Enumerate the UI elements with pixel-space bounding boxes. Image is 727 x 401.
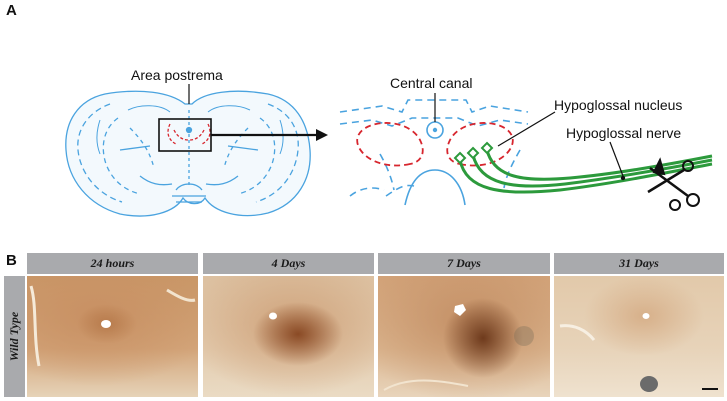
schematic-diagram: Area postrema — [65, 67, 713, 217]
central-canal-label: Central canal — [390, 75, 473, 91]
panel-letter-a: A — [6, 2, 17, 19]
header-7-days: 7 Days — [378, 253, 550, 274]
area-postrema-label: Area postrema — [131, 67, 223, 83]
hypoglossal-nucleus-pointer — [497, 111, 556, 147]
zoom-arrowhead — [316, 129, 328, 141]
row-label-wild-type: Wild Type — [4, 276, 25, 397]
scissors-icon — [647, 157, 700, 211]
micrograph-24-hours-features — [29, 285, 196, 367]
micrograph-7-days-features — [383, 304, 534, 391]
micrograph-24-hours — [27, 276, 198, 397]
header-31-days: 31 Days — [554, 253, 724, 274]
header-4-days: 4 Days — [203, 253, 374, 274]
header-24-hours: 24 hours — [27, 253, 198, 274]
row-label-text: Wild Type — [7, 311, 21, 362]
hypoglossal-nerve-dot — [620, 175, 626, 181]
micrograph-4-days — [203, 276, 374, 397]
nucleus-markers — [453, 141, 494, 165]
panel-letter-b: B — [6, 252, 17, 269]
hypoglossal-nerve-label: Hypoglossal nerve — [566, 125, 681, 141]
micrograph-4-days-features — [269, 312, 277, 320]
micrograph-31-days-features — [559, 313, 718, 392]
brainstem-section — [65, 90, 311, 217]
micrograph-7-days — [378, 276, 550, 397]
micrograph-31-days — [554, 276, 724, 397]
hypoglossal-nucleus-label: Hypoglossal nucleus — [554, 97, 682, 113]
hypoglossal-nerve-fibers — [458, 149, 713, 194]
hypoglossal-nerve-pointer — [609, 141, 624, 177]
